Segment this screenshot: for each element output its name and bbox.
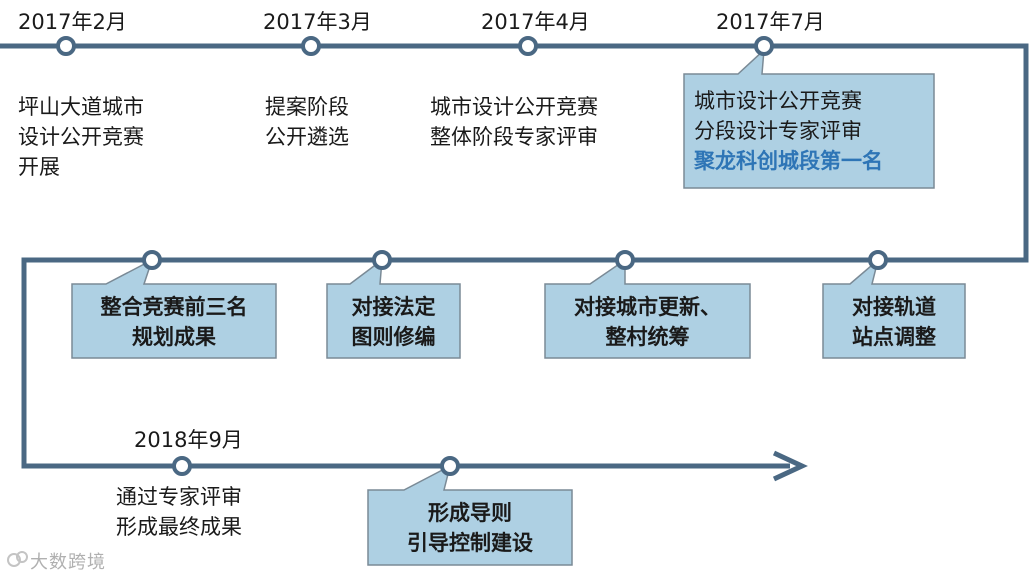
date-m3: 2017年4月 — [481, 10, 590, 34]
desc-m10-line2: 引导控制建设 — [407, 531, 533, 555]
desc-m7-line1: 对接法定 — [351, 295, 436, 319]
desc-m1: 坪山大道城市 设计公开竞赛 开展 — [18, 92, 144, 182]
date-m4: 2017年7月 — [716, 10, 825, 34]
desc-m5-line2: 站点调整 — [852, 325, 936, 349]
callout-m7 — [326, 258, 461, 359]
node-m7 — [372, 250, 392, 270]
callout-m5 — [822, 257, 966, 359]
desc-m10-line1: 形成导则 — [428, 501, 512, 525]
desc-m2-line1: 提案阶段 — [265, 95, 349, 119]
desc-m3-line1: 城市设计公开竞赛 — [430, 95, 598, 119]
desc-m7-line2: 图则修编 — [351, 325, 436, 349]
timeline-arrowhead — [772, 450, 808, 482]
desc-m9-line2: 形成最终成果 — [116, 515, 242, 539]
node-m4 — [754, 36, 774, 56]
desc-m4: 城市设计公开竞赛 分段设计专家评审 聚龙科创城段第一名 — [694, 86, 883, 176]
desc-m6-line2: 整村统筹 — [605, 325, 690, 349]
desc-m1-line3: 开展 — [18, 155, 60, 179]
desc-m2-line2: 公开遴选 — [265, 125, 349, 149]
callout-m6 — [544, 258, 751, 359]
watermark-logo-icon — [7, 551, 28, 567]
callout-m4 — [683, 48, 935, 189]
node-m9 — [172, 456, 192, 476]
desc-m8-line2: 规划成果 — [132, 325, 216, 349]
node-m6 — [615, 250, 635, 270]
node-m2 — [301, 36, 321, 56]
node-m5 — [868, 250, 888, 270]
date-m1: 2017年2月 — [18, 10, 127, 34]
node-m10 — [440, 456, 460, 476]
desc-m5-line1: 对接轨道 — [852, 295, 936, 319]
desc-m8-line1: 整合竞赛前三名 — [100, 295, 248, 319]
desc-m4-line1: 城市设计公开竞赛 — [694, 89, 862, 113]
date-m2: 2017年3月 — [263, 10, 372, 34]
desc-m6-line1: 对接城市更新、 — [574, 295, 721, 319]
desc-m9: 通过专家评审 形成最终成果 — [116, 482, 242, 542]
desc-m9-line1: 通过专家评审 — [116, 485, 242, 509]
desc-m6: 对接城市更新、 整村统筹 — [545, 292, 750, 352]
desc-m3-line2: 整体阶段专家评审 — [430, 125, 598, 149]
date-m9: 2018年9月 — [134, 428, 243, 452]
timeline-path — [0, 43, 1029, 469]
desc-m8: 整合竞赛前三名 规划成果 — [72, 292, 276, 352]
watermark-text: 大数跨境 — [30, 552, 106, 573]
desc-m10: 形成导则 引导控制建设 — [368, 498, 572, 558]
desc-m1-line2: 设计公开竞赛 — [18, 125, 144, 149]
desc-m4-highlight: 聚龙科创城段第一名 — [694, 149, 883, 173]
desc-m3: 城市设计公开竞赛 整体阶段专家评审 — [430, 92, 598, 152]
desc-m2: 提案阶段 公开遴选 — [265, 92, 349, 152]
node-m3 — [518, 36, 538, 56]
desc-m1-line1: 坪山大道城市 — [18, 95, 144, 119]
desc-m4-line2: 分段设计专家评审 — [694, 119, 862, 143]
desc-m7: 对接法定 图则修编 — [327, 292, 460, 352]
desc-m5: 对接轨道 站点调整 — [823, 292, 965, 352]
callout-m10 — [367, 464, 573, 566]
callout-m8 — [71, 258, 277, 359]
node-m1 — [56, 36, 76, 56]
node-m8 — [142, 250, 162, 270]
